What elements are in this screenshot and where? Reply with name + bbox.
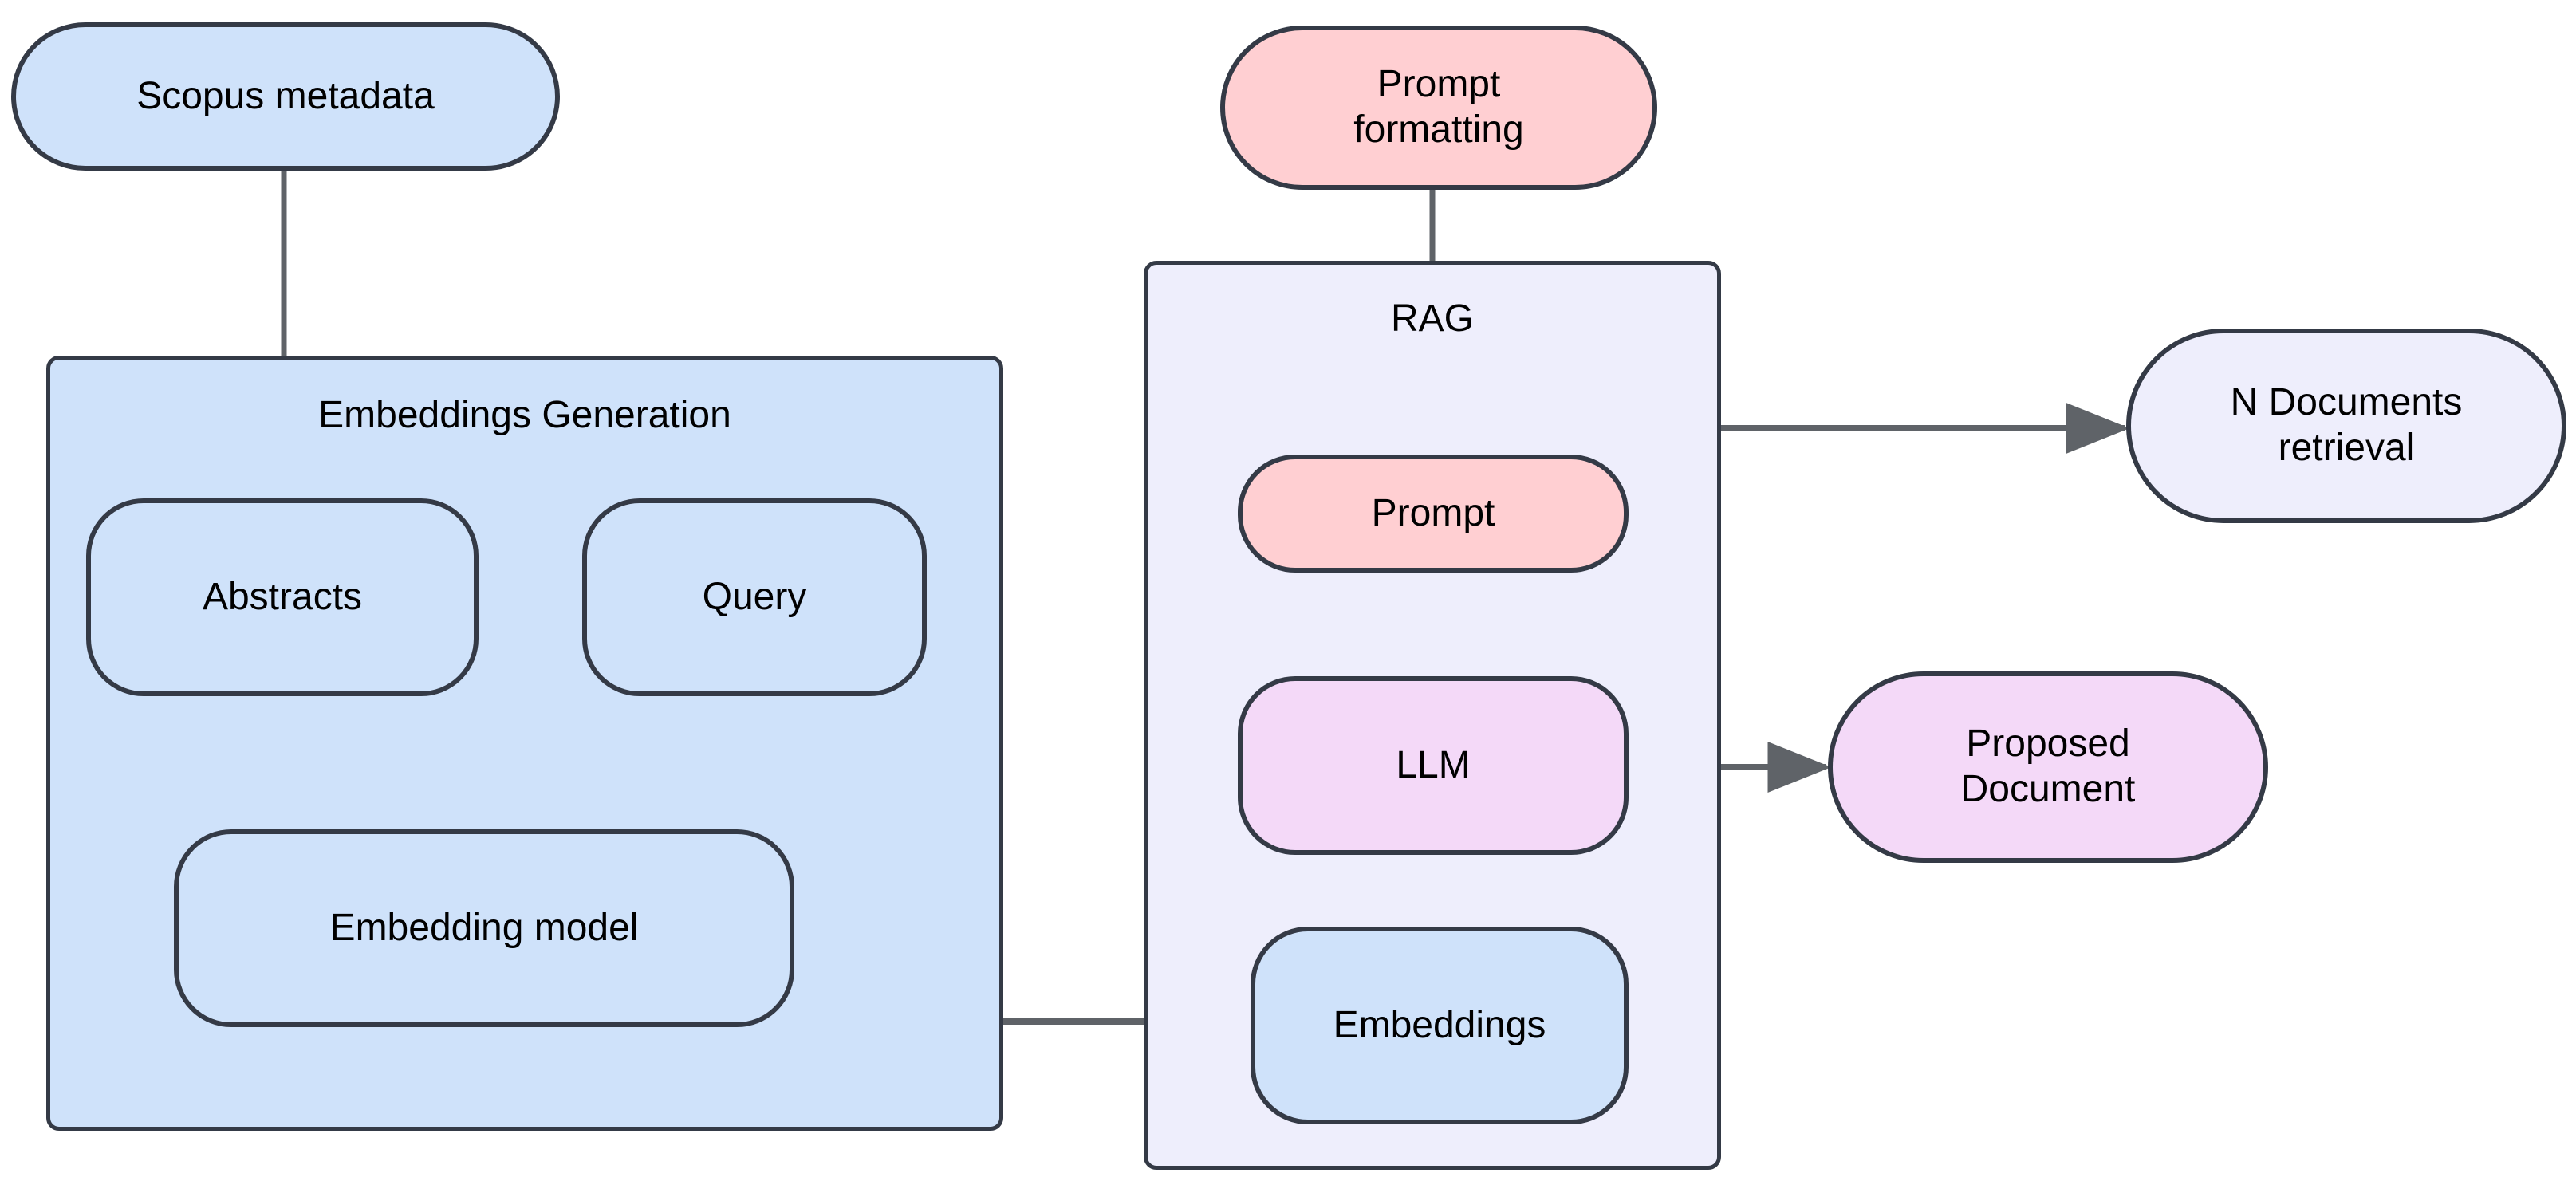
node-n-documents-retrieval-label: N Documents retrieval: [2231, 380, 2463, 470]
node-proposed-document-label-line2: Document: [1960, 768, 2136, 810]
node-llm-label: LLM: [1396, 743, 1471, 786]
node-embeddings[interactable]: Embeddings: [1251, 927, 1629, 1124]
group-embeddings-generation-label: Embeddings Generation: [318, 394, 731, 436]
node-prompt-formatting-label-line2: formatting: [1353, 108, 1524, 151]
node-embedding-model-label: Embedding model: [329, 906, 639, 949]
node-proposed-document-label: Proposed Document: [1961, 722, 2136, 812]
node-query[interactable]: Query: [582, 498, 927, 696]
node-abstracts[interactable]: Abstracts: [86, 498, 479, 696]
node-prompt-formatting-label-line1: Prompt: [1377, 63, 1501, 106]
node-n-documents-retrieval[interactable]: N Documents retrieval: [2126, 329, 2566, 523]
node-n-documents-retrieval-label-line1: N Documents: [2230, 381, 2463, 424]
node-proposed-document-label-line1: Proposed: [1966, 722, 2130, 766]
node-llm[interactable]: LLM: [1238, 676, 1629, 855]
node-embedding-model[interactable]: Embedding model: [174, 829, 794, 1027]
node-scopus-metadata-label: Scopus metadata: [136, 74, 435, 117]
node-embeddings-label: Embeddings: [1333, 1003, 1546, 1046]
node-abstracts-label: Abstracts: [202, 575, 363, 618]
node-query-label: Query: [702, 575, 807, 618]
node-prompt-formatting-label: Prompt formatting: [1353, 62, 1523, 152]
node-prompt-formatting[interactable]: Prompt formatting: [1220, 26, 1657, 190]
node-n-documents-retrieval-label-line2: retrieval: [2278, 427, 2415, 469]
node-proposed-document[interactable]: Proposed Document: [1828, 671, 2268, 863]
node-prompt-label: Prompt: [1371, 491, 1495, 534]
node-prompt[interactable]: Prompt: [1238, 455, 1629, 573]
group-rag-label: RAG: [1390, 297, 1474, 340]
node-scopus-metadata[interactable]: Scopus metadata: [11, 22, 560, 171]
